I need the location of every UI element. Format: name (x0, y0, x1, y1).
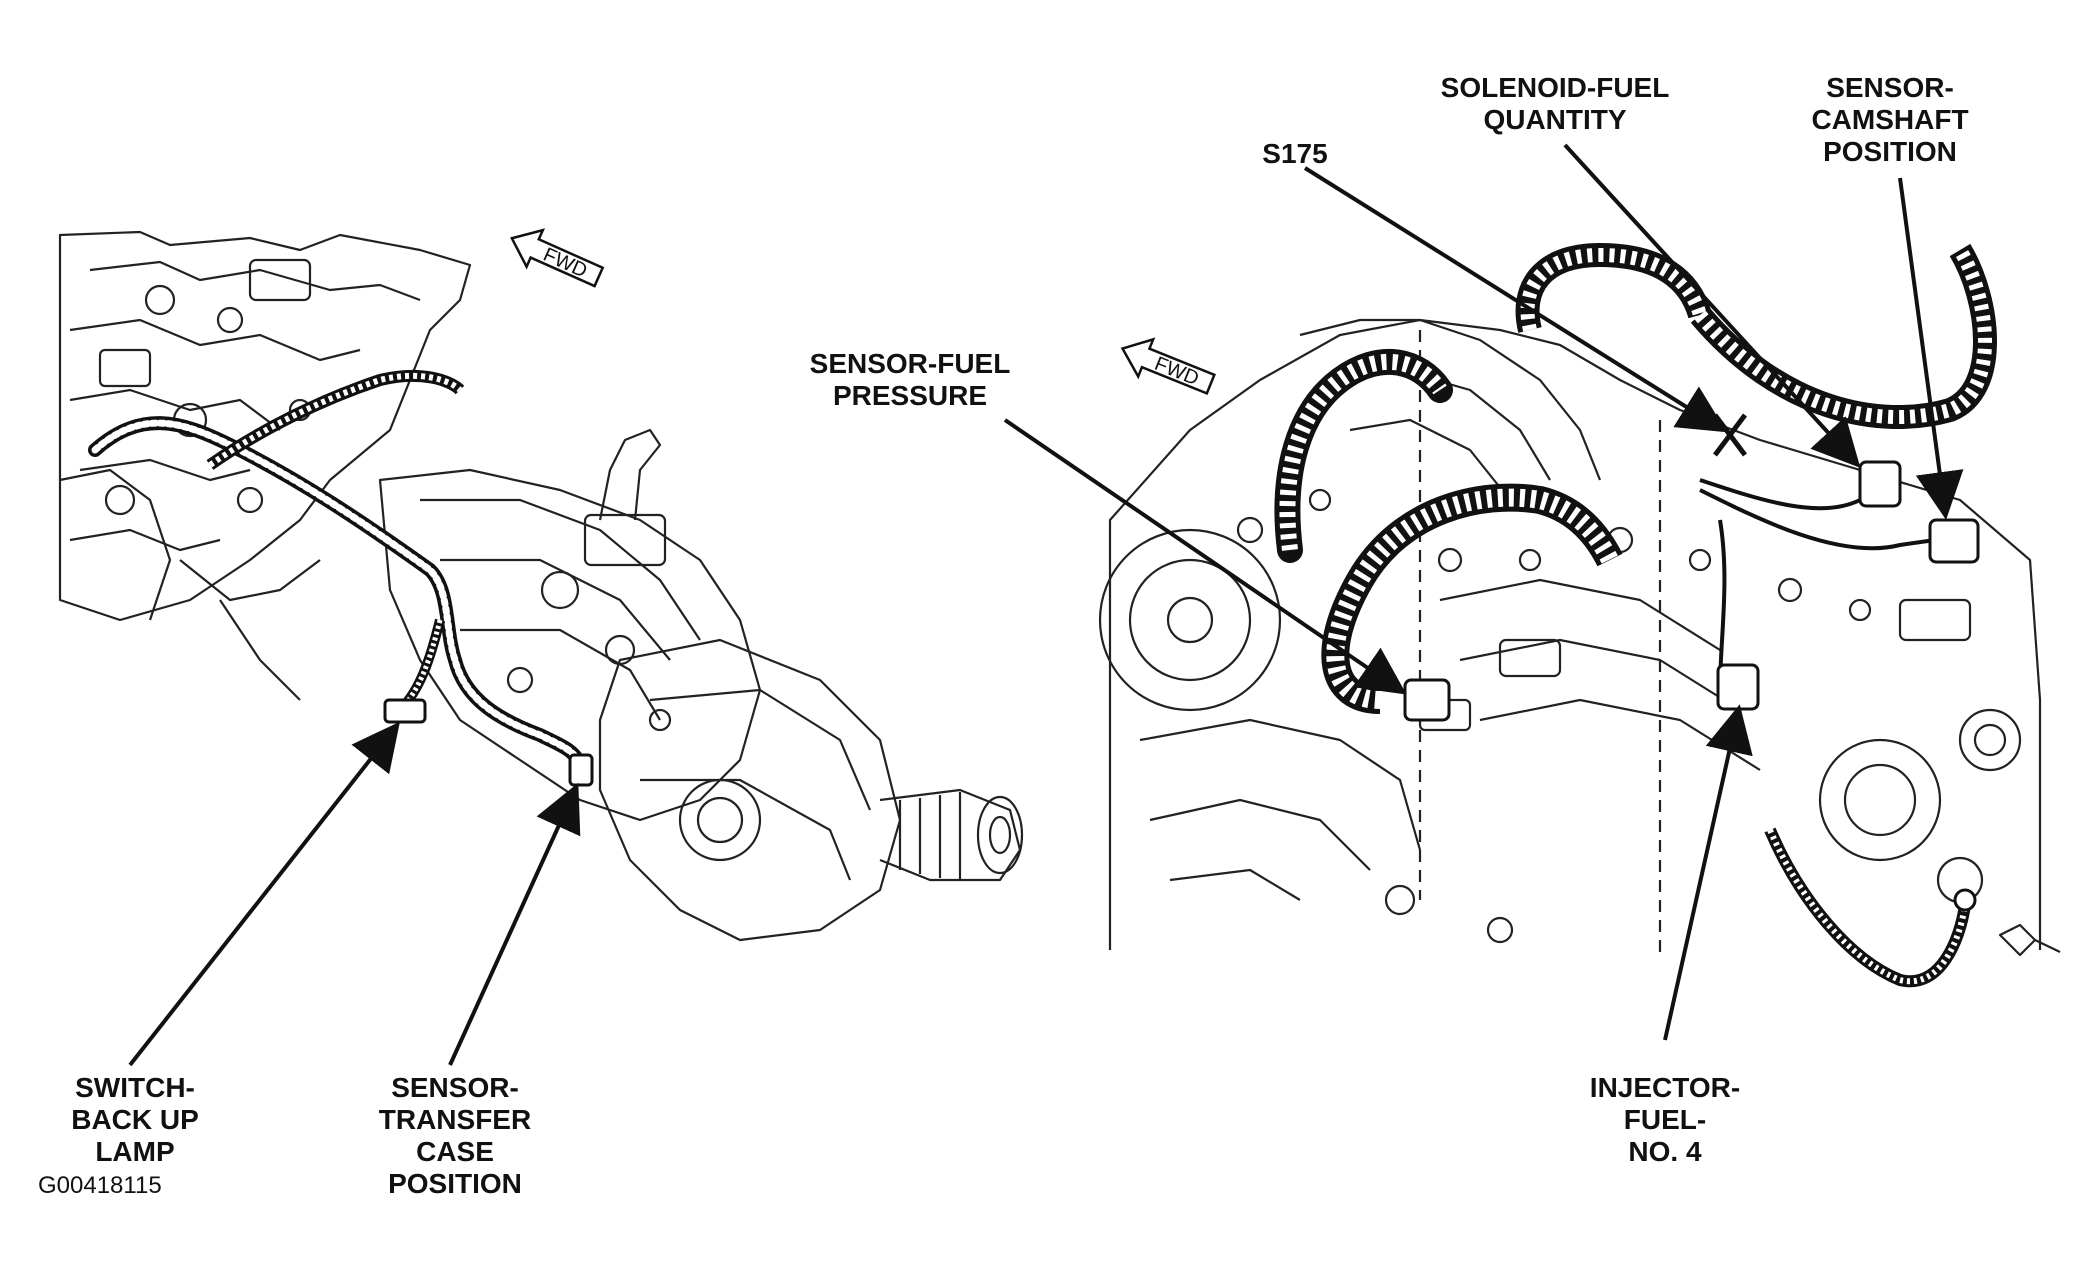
label-solenoid-fuel-quantity: SOLENOID-FUEL QUANTITY (1440, 72, 1670, 135)
label-sensor-transfer-case-position: SENSOR- TRANSFER CASE POSITION (378, 1072, 532, 1199)
right-harness (1274, 242, 1997, 988)
left-view-transmission (58, 230, 1024, 942)
right-leaders (1003, 143, 1964, 1041)
left-leaders (128, 721, 581, 1067)
label-switch-back-up-lamp: SWITCH- BACK UP LAMP (71, 1072, 199, 1167)
fwd-arrow-right: FWD (1120, 337, 1216, 396)
label-sensor-fuel-pressure: SENSOR-FUEL PRESSURE (809, 348, 1011, 411)
label-s175: S175 (1262, 138, 1328, 169)
fwd-arrow-left: FWD (510, 228, 605, 288)
figure-id: G00418115 (38, 1172, 162, 1199)
fwd-text-left: FWD (540, 244, 591, 283)
left-harness (88, 369, 594, 787)
label-injector-fuel-no4: INJECTOR- FUEL- NO. 4 (1589, 1072, 1741, 1167)
right-view-engine (1098, 318, 2061, 960)
label-sensor-camshaft-position: SENSOR- CAMSHAFT POSITION (1811, 72, 1969, 167)
